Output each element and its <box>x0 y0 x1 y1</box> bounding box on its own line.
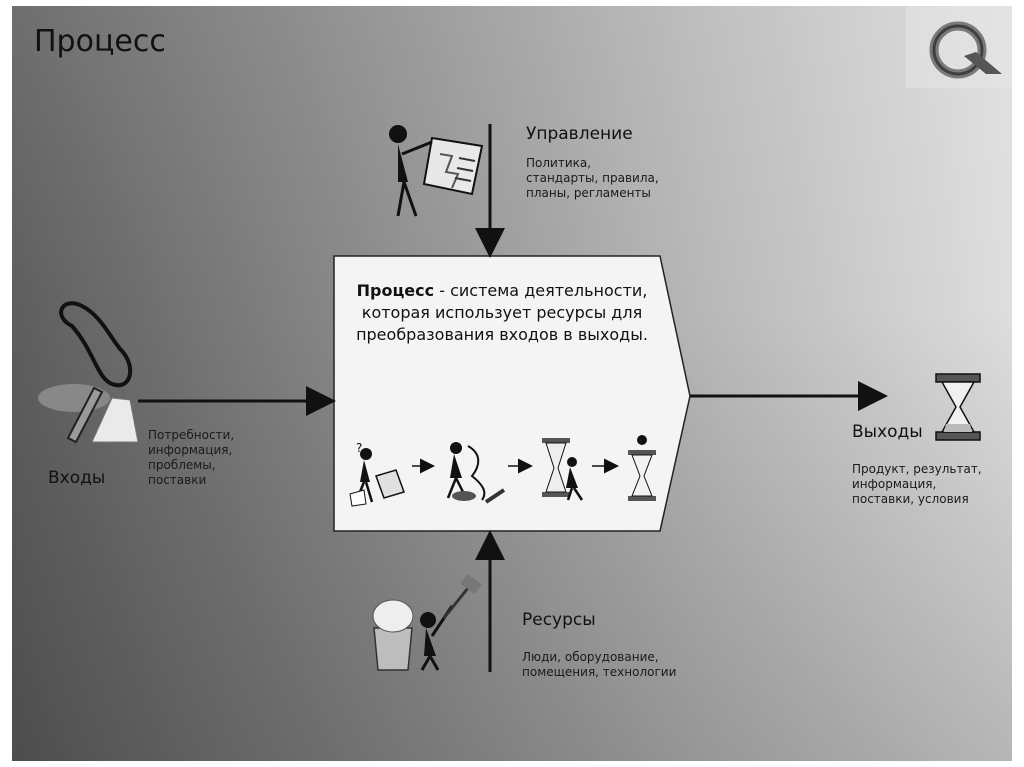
raw-materials-icon <box>38 301 139 444</box>
person-with-document-icon <box>389 125 484 217</box>
outputs-description: Продукт, результат, информация, поставки… <box>852 462 982 506</box>
resources-description: Люди, оборудование, помещения, технологи… <box>522 650 677 679</box>
page-title: Процесс <box>34 24 166 59</box>
hourglass-icon <box>935 373 981 441</box>
control-description: Политика, стандарты, правила, планы, рег… <box>526 156 659 200</box>
q-logo-icon <box>929 21 1002 79</box>
resources-heading: Ресурсы <box>522 610 596 630</box>
person-building-hourglass-icon <box>542 438 584 501</box>
outputs-heading: Выходы <box>852 422 923 442</box>
svg-text:?: ? <box>356 441 362 455</box>
diagram-canvas: ? <box>38 124 981 672</box>
finished-hourglass-icon <box>628 435 656 501</box>
slide: Процесс <box>12 6 1012 761</box>
control-heading: Управление <box>526 124 633 144</box>
process-definition-text: - система деятельности, которая использу… <box>356 281 648 344</box>
inputs-heading: Входы <box>48 468 106 488</box>
confused-person-icon: ? <box>349 441 405 507</box>
inputs-description: Потребности, информация, проблемы, поста… <box>148 428 235 487</box>
process-definition: Процесс - система деятельности, которая … <box>352 280 652 346</box>
person-shaping-icon <box>446 442 506 504</box>
worker-with-hammer-icon <box>372 573 482 671</box>
process-term: Процесс <box>356 281 435 300</box>
logo-area <box>906 6 1012 88</box>
